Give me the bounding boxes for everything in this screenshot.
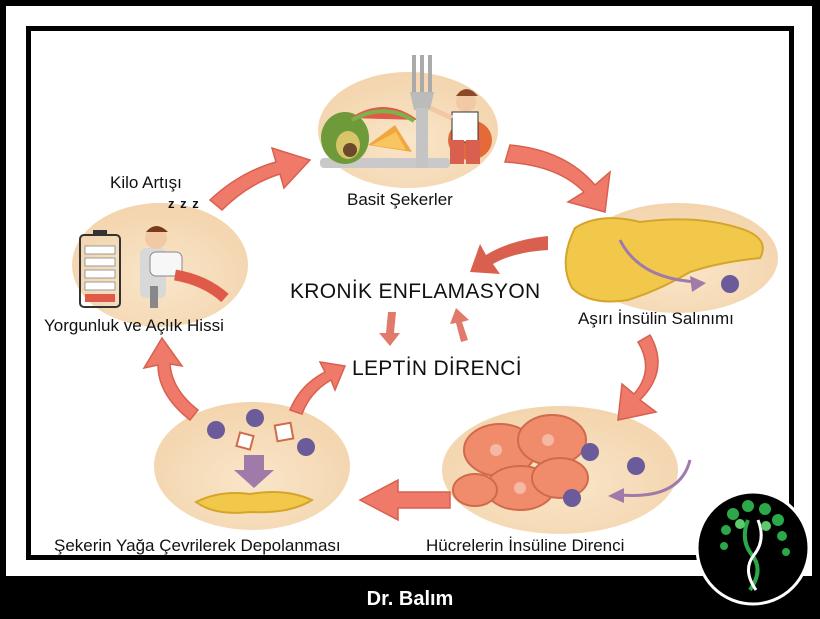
inner-border: [26, 26, 794, 560]
cycle-arrow-right-down: [617, 333, 659, 421]
arrow-to-leptin: [289, 361, 347, 415]
leptin-resistance-title: LEPTİN DİRENCİ: [352, 357, 522, 380]
cycle-arrow-left-up: [142, 336, 200, 422]
label-simple-sugars: Basit Şekerler: [347, 190, 453, 209]
fork-icon: [410, 55, 434, 168]
arrow-inflammation-to-leptin: [379, 312, 400, 346]
cycle-arrow-bottom-left: [358, 478, 451, 522]
label-fatigue-hunger: Yorgunluk ve Açlık Hissi: [44, 316, 224, 335]
label-insulin-resistance: Hücrelerin İnsüline Direnci: [426, 536, 625, 555]
pancreas-illustration: [564, 217, 764, 303]
arrow-to-inflammation: [470, 236, 548, 274]
label-weight-gain: Kilo Artışı: [110, 173, 182, 192]
cycle-arrow-top-right: [504, 144, 611, 213]
tired-person-illustration: [79, 226, 229, 308]
footer-author: Dr. Balım: [366, 588, 454, 610]
cycle-arrow-top-left: [208, 146, 312, 212]
chronic-inflammation-title: KRONİK ENFLAMASYON: [290, 280, 541, 303]
label-insulin-release: Aşırı İnsülin Salınımı: [578, 309, 734, 328]
sleep-z-icon: z z z: [168, 196, 200, 211]
sugar-to-fat-illustration: [194, 409, 315, 514]
arrow-leptin-to-inflammation: [450, 308, 469, 342]
cells-illustration: [452, 414, 692, 511]
tree-dna-logo-icon: [695, 490, 811, 606]
person-reaching-illustration: [428, 89, 480, 164]
label-fat-storage: Şekerin Yağa Çevrilerek Depolanması: [54, 536, 341, 555]
